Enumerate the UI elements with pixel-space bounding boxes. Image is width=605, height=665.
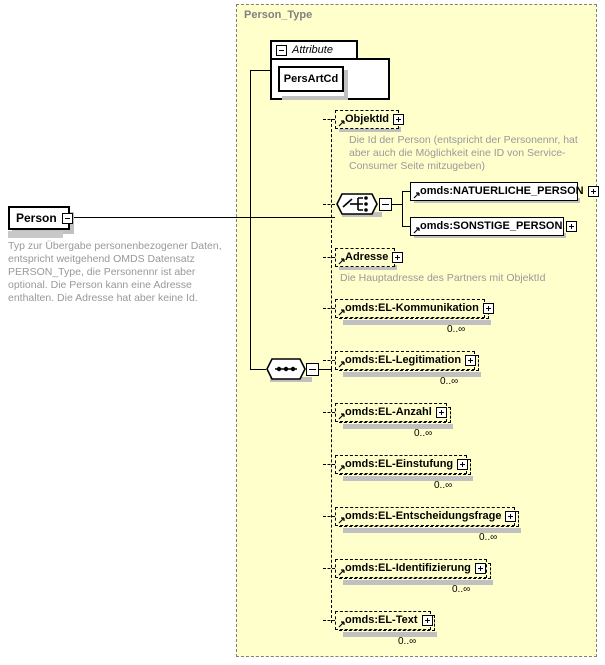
sequence-children-spine-lower <box>331 369 332 623</box>
element-el-text[interactable]: omds:EL-Text <box>335 611 433 630</box>
el-einstufung-occurs: 0..∞ <box>434 480 453 491</box>
el-text-occurs: 0..∞ <box>398 636 417 647</box>
plus-box-icon[interactable] <box>587 186 599 197</box>
attribute-item-label: PersArtCd <box>283 73 339 85</box>
element-natuerliche-person[interactable]: omds:NATUERLICHE_PERSON <box>410 182 599 201</box>
element-label: omds:EL-Einstufung <box>345 458 454 470</box>
attribute-item-shadow-right <box>344 70 348 98</box>
plus-box-icon[interactable] <box>566 221 578 232</box>
connector-sonstige-person <box>402 226 410 227</box>
connector-el-text <box>323 620 335 621</box>
adresse-shadow <box>339 265 397 270</box>
attribute-item-persartcd[interactable]: PersArtCd <box>278 66 344 92</box>
el-identifizierung-shadow <box>343 580 493 585</box>
plus-box-icon[interactable] <box>435 407 447 418</box>
attribute-item-shadow <box>282 96 348 100</box>
el-entscheidungsfrage-shadow <box>343 528 521 533</box>
sequence-to-children-stub <box>319 369 331 370</box>
plus-box-icon[interactable] <box>392 252 404 263</box>
element-sonstige-person[interactable]: omds:SONSTIGE_PERSON <box>410 217 578 236</box>
element-el-legitimation[interactable]: omds:EL-Legitimation <box>335 351 477 370</box>
attribute-compartment-label: Attribute <box>292 44 333 56</box>
el-legitimation-shadow <box>343 372 481 377</box>
element-label: Adresse <box>345 251 389 263</box>
element-label: omds:EL-Legitimation <box>345 354 462 366</box>
connector-el-einstufung <box>323 464 335 465</box>
adresse-documentation: Die Hauptadresse des Partners mit Objekt… <box>340 272 546 284</box>
el-kommunikation-shadow <box>343 320 491 325</box>
sequence-children-spine-upper <box>331 119 332 369</box>
element-label: omds:EL-Anzahl <box>345 406 432 418</box>
connector-el-identifizierung <box>323 568 335 569</box>
choice-branch-spine <box>402 191 403 227</box>
trunk-line-to-sequence <box>250 369 266 370</box>
connector-root-to-children <box>74 217 335 218</box>
trunk-line-to-attributes <box>250 70 271 71</box>
root-element-person[interactable]: Person <box>8 206 73 230</box>
plus-box-icon[interactable] <box>505 511 517 522</box>
connector-objektid <box>323 119 335 120</box>
plus-box-icon[interactable] <box>474 563 486 574</box>
connector-el-legitimation <box>323 360 335 361</box>
el-text-shadow <box>343 632 437 637</box>
objektid-shadow <box>339 127 401 132</box>
el-entscheidungsfrage-occurs: 0..∞ <box>479 532 498 543</box>
minus-box-icon[interactable] <box>61 212 73 224</box>
trunk-line-vertical <box>250 70 251 369</box>
connector-el-anzahl <box>323 412 335 413</box>
connector-adresse <box>323 257 335 258</box>
connector-el-kommunikation <box>323 308 335 309</box>
attribute-compartment-header[interactable]: Attribute <box>270 40 358 60</box>
element-adresse[interactable]: Adresse <box>335 248 404 267</box>
element-el-identifizierung[interactable]: omds:EL-Identifizierung <box>335 559 487 578</box>
sequence-collapse-toggle[interactable] <box>306 363 319 376</box>
objektid-documentation: Die Id der Person (entspricht der Person… <box>349 134 578 172</box>
root-element-label: Person <box>16 211 57 225</box>
element-label: ObjektId <box>345 113 390 125</box>
plus-box-icon[interactable] <box>457 459 469 470</box>
el-legitimation-occurs: 0..∞ <box>440 376 459 387</box>
complextype-title: Person_Type <box>244 9 313 21</box>
element-label: omds:EL-Identifizierung <box>345 562 471 574</box>
element-objektid[interactable]: ObjektId <box>335 110 405 129</box>
complextype-container <box>236 4 597 657</box>
plus-box-icon[interactable] <box>393 114 405 125</box>
choice-to-branch-stub <box>392 204 402 205</box>
sequence-compositor-icon[interactable] <box>266 358 306 380</box>
element-el-kommunikation[interactable]: omds:EL-Kommunikation <box>335 299 494 318</box>
element-el-einstufung[interactable]: omds:EL-Einstufung <box>335 455 469 474</box>
element-label: omds:NATUERLICHE_PERSON <box>420 185 584 197</box>
minus-box-icon[interactable] <box>276 44 287 56</box>
choice-collapse-toggle[interactable] <box>379 198 392 211</box>
el-anzahl-shadow <box>343 424 453 429</box>
el-identifizierung-occurs: 0..∞ <box>452 584 471 595</box>
plus-box-icon[interactable] <box>421 615 433 626</box>
root-doc-marker <box>8 231 63 238</box>
plus-box-icon[interactable] <box>482 303 494 314</box>
plus-box-icon[interactable] <box>465 355 477 366</box>
element-label: omds:EL-Entscheidungsfrage <box>345 510 502 522</box>
el-kommunikation-occurs: 0..∞ <box>447 324 466 335</box>
element-el-entscheidungsfrage[interactable]: omds:EL-Entscheidungsfrage <box>335 507 517 526</box>
element-label: omds:EL-Text <box>345 614 418 626</box>
connector-natuerliche-person <box>402 191 410 192</box>
choice-compositor-icon[interactable] <box>336 193 378 215</box>
el-anzahl-occurs: 0..∞ <box>414 428 433 439</box>
element-el-anzahl[interactable]: omds:EL-Anzahl <box>335 403 447 422</box>
connector-el-entscheidungsfrage <box>323 516 335 517</box>
el-einstufung-shadow <box>343 476 473 481</box>
connector-choice <box>323 204 335 205</box>
root-documentation: Typ zur Übergabe personenbezogener Daten… <box>8 240 222 304</box>
element-label: omds:SONSTIGE_PERSON <box>420 220 563 232</box>
element-label: omds:EL-Kommunikation <box>345 302 479 314</box>
